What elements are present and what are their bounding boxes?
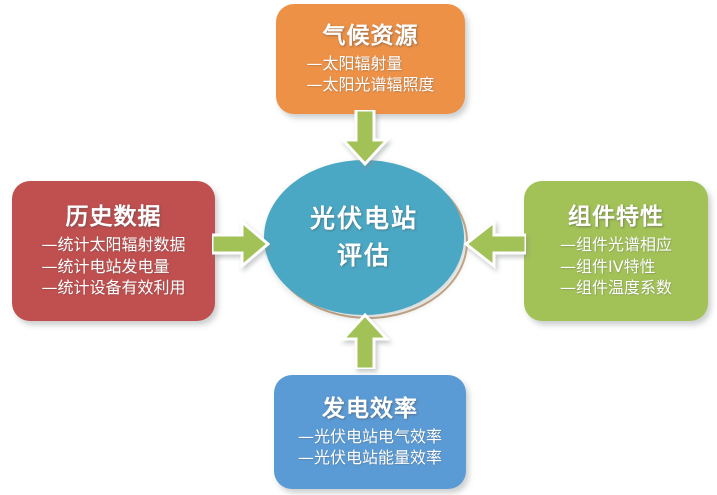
node-history-title: 历史数据 [65, 204, 162, 231]
list-item: —统计电站发电量 [41, 256, 170, 276]
arrow-down-icon [339, 110, 391, 166]
arrow-left-icon [463, 219, 526, 269]
list-item: —光伏电站电气效率 [297, 426, 442, 446]
node-pv-plant-evaluation[interactable]: 光伏电站 评估 [264, 160, 464, 315]
center-label-line-1: 光伏电站 [309, 204, 418, 234]
list-item: —统计太阳辐射数据 [41, 234, 186, 254]
arrow-up-icon [339, 313, 391, 369]
center-label-line-2: 评估 [336, 240, 391, 270]
node-module-items: —组件光谱相应 —组件IV特性 —组件温度系数 [560, 234, 672, 299]
node-efficiency-title: 发电效率 [322, 396, 418, 423]
list-item: —组件光谱相应 [559, 234, 672, 254]
node-module-title: 组件特性 [568, 204, 664, 231]
list-item: —组件IV特性 [559, 256, 656, 276]
node-historical-data[interactable]: 历史数据 —统计太阳辐射数据 —统计电站发电量 —统计设备有效利用 [12, 181, 215, 321]
list-item: —光伏电站能量效率 [297, 448, 442, 468]
node-climate-title: 气候资源 [322, 23, 419, 50]
list-item: —统计设备有效利用 [41, 278, 186, 298]
node-generation-efficiency[interactable]: 发电效率 —光伏电站电气效率 —光伏电站能量效率 [274, 375, 466, 489]
node-climate-resources[interactable]: 气候资源 —太阳辐射量 —太阳光谱辐照度 [276, 4, 465, 114]
list-item: —组件温度系数 [559, 278, 672, 298]
node-module-characteristics[interactable]: 组件特性 —组件光谱相应 —组件IV特性 —组件温度系数 [524, 181, 708, 321]
arrow-right-icon [212, 219, 270, 269]
node-history-items: —统计太阳辐射数据 —统计电站发电量 —统计设备有效利用 [41, 234, 185, 299]
node-efficiency-items: —光伏电站电气效率 —光伏电站能量效率 [298, 426, 442, 469]
list-item: —太阳辐射量 [306, 53, 403, 73]
list-item: —太阳光谱辐照度 [306, 75, 435, 95]
node-climate-items: —太阳辐射量 —太阳光谱辐照度 [306, 53, 434, 96]
